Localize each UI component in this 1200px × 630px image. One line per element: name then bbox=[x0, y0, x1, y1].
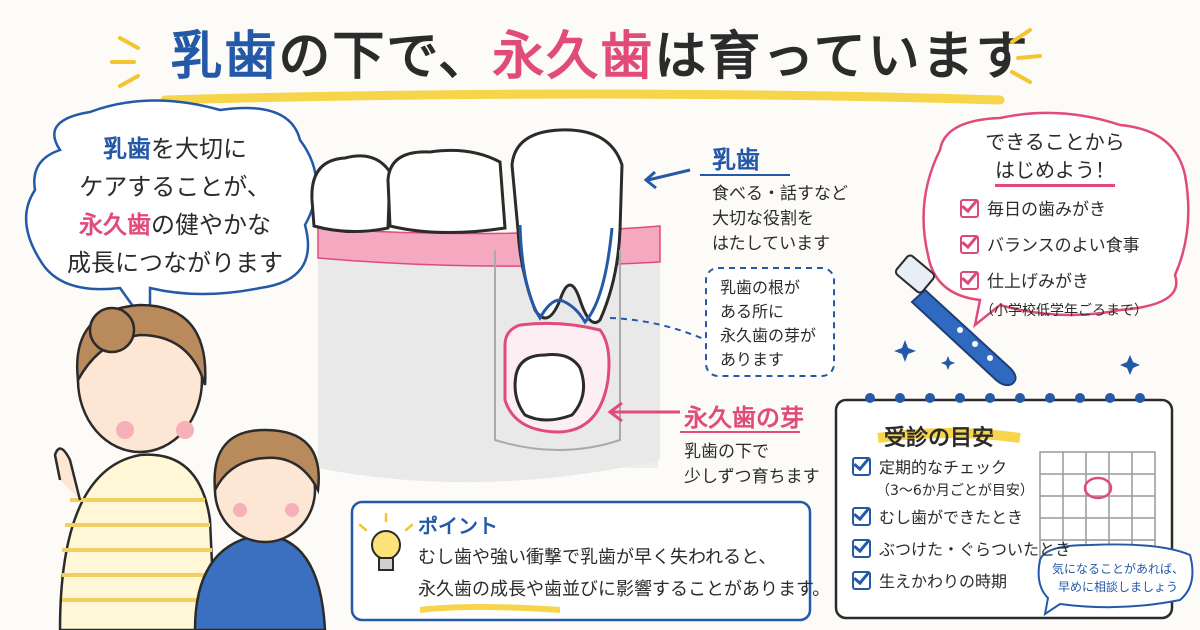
left-bubble-line3: の健やかな bbox=[151, 211, 271, 239]
right-bubble-heading-line1: できることから bbox=[985, 130, 1125, 154]
right-bubble-heading: できることから はじめよう！ bbox=[945, 128, 1165, 187]
root-note-line: ある所に bbox=[720, 302, 785, 321]
checklist-item: 仕上げみがき bbox=[960, 264, 1180, 300]
baby-tooth-desc-line: はたしています bbox=[712, 234, 831, 254]
tooth-bud-label: 永久歯の芽 bbox=[684, 404, 804, 432]
title-part-growing: は育っています bbox=[654, 27, 1030, 87]
title-part-baby-tooth: 乳歯 bbox=[170, 27, 279, 87]
notebook-checklist: 定期的なチェック （3〜6か月ごとが目安） むし歯ができたとき ぶつけた・ぐらつ… bbox=[852, 456, 1071, 598]
point-line1: むし歯や強い衝撃で乳歯が早く失われると、 bbox=[418, 547, 777, 568]
left-bubble-line1: を大切に bbox=[151, 135, 247, 163]
notebook-item: 定期的なチェック bbox=[852, 456, 1071, 480]
tooth-bud-desc-line: 少しずつ育ちます bbox=[684, 467, 820, 487]
sparkle-lines-right bbox=[1010, 28, 1042, 84]
left-bubble-permanent-tooth: 永久歯 bbox=[79, 211, 151, 239]
point-title: ポイント bbox=[418, 514, 498, 538]
checkbox-icon bbox=[960, 199, 979, 218]
molar-tooth-middle bbox=[386, 148, 507, 235]
root-note-box bbox=[705, 267, 835, 377]
point-box bbox=[350, 500, 812, 622]
root-note-line: 永久歯の芽が bbox=[720, 326, 817, 345]
point-body: むし歯や強い衝撃で乳歯が早く失われると、 永久歯の成長や歯並びに影響することがあ… bbox=[418, 542, 830, 606]
checkbox-icon bbox=[852, 507, 871, 526]
notebook bbox=[834, 393, 1194, 620]
left-bubble-baby-tooth: 乳歯 bbox=[103, 135, 151, 163]
checkbox-icon bbox=[852, 539, 871, 558]
checkbox-icon bbox=[960, 271, 979, 290]
notebook-item: ぶつけた・ぐらついたとき bbox=[852, 534, 1071, 566]
checklist-note: （小学校低学年ごろまで） bbox=[980, 303, 1148, 319]
notebook-bubble-text: 気になることがあれば、 早めに相談しましょう bbox=[1048, 560, 1188, 596]
notebook-bubble-line2: 早めに相談しましょう bbox=[1057, 580, 1178, 594]
right-speech-bubble bbox=[922, 111, 1190, 329]
checklist-item: 毎日の歯みがき bbox=[960, 192, 1180, 228]
left-bubble-text: 乳歯を大切に ケアすることが、 永久歯の健やかな 成長につながります bbox=[40, 130, 310, 282]
lightbulb-icon bbox=[358, 512, 414, 571]
notebook-item-label: ぶつけた・ぐらついたとき bbox=[879, 540, 1072, 559]
left-bubble-line2: ケアすることが、 bbox=[79, 173, 271, 201]
checkbox-icon bbox=[960, 235, 979, 254]
sparkle-stars bbox=[894, 340, 1140, 375]
notebook-title: 受診の目安 bbox=[884, 426, 995, 451]
root-note-text: 乳歯の根が ある所に 永久歯の芽が あります bbox=[720, 276, 816, 372]
baby-tooth-root-outline bbox=[518, 224, 614, 325]
tooth-bud-desc-line: 乳歯の下で bbox=[684, 442, 769, 462]
notebook-item: むし歯ができたとき bbox=[852, 502, 1071, 534]
molar-tooth-left bbox=[310, 154, 392, 234]
permanent-tooth-bud bbox=[513, 353, 586, 422]
checklist-item-label: 仕上げみがき bbox=[987, 272, 1089, 292]
child-illustration bbox=[193, 428, 327, 630]
toothbrush bbox=[894, 254, 1017, 387]
mother-illustration bbox=[53, 303, 217, 630]
checkbox-icon bbox=[852, 457, 871, 476]
point-line2: 永久歯の成長や歯並びに影響することがあります。 bbox=[418, 579, 831, 600]
notebook-bubble-line1: 気になることがあれば、 bbox=[1051, 562, 1184, 576]
sparkle-lines-left bbox=[110, 36, 140, 88]
notebook-item: 生えかわりの時期 bbox=[852, 566, 1071, 598]
title-underline bbox=[160, 89, 1005, 105]
notebook-item-label: 生えかわりの時期 bbox=[879, 572, 1008, 591]
calendar-circle-mark bbox=[1083, 476, 1113, 500]
notebook-bubble bbox=[1037, 543, 1194, 617]
notebook-item-note: （3〜6か月ごとが目安） bbox=[876, 483, 1034, 499]
baby-tooth-description: 食べる・話すなど 大切な役割を はたしています bbox=[712, 182, 848, 257]
checklist-item-label: バランスのよい食事 bbox=[987, 236, 1140, 256]
root-note-line: 乳歯の根が bbox=[720, 278, 801, 297]
checklist-item: バランスのよい食事 bbox=[960, 228, 1180, 264]
checkbox-icon bbox=[852, 571, 871, 590]
left-bubble-line4: 成長につながります bbox=[67, 249, 283, 277]
right-bubble-heading-line2: はじめよう！ bbox=[995, 156, 1115, 187]
baby-tooth-label: 乳歯 bbox=[712, 146, 760, 174]
page-title: 乳歯の下で、永久歯は育っています bbox=[0, 14, 1200, 89]
checklist-item-label: 毎日の歯みがき bbox=[987, 200, 1106, 220]
title-part-under: の下で、 bbox=[278, 27, 493, 87]
baby-tooth-desc-line: 食べる・話すなど bbox=[712, 184, 848, 204]
baby-tooth-desc-line: 大切な役割を bbox=[712, 209, 814, 229]
right-bubble-checklist: 毎日の歯みがき バランスのよい食事 仕上げみがき （小学校低学年ごろまで） bbox=[960, 192, 1180, 320]
tooth-bud-description: 乳歯の下で 少しずつ育ちます bbox=[684, 440, 820, 490]
dashed-pointer bbox=[609, 317, 707, 341]
notebook-spiral bbox=[865, 393, 1145, 403]
notebook-item-label: 定期的なチェック bbox=[879, 458, 1008, 477]
notebook-item-label: むし歯ができたとき bbox=[879, 508, 1024, 527]
title-part-permanent-tooth: 永久歯 bbox=[492, 27, 655, 87]
left-speech-bubble bbox=[24, 99, 318, 334]
root-note-line: あります bbox=[720, 350, 785, 369]
tooth-diagram bbox=[310, 128, 661, 483]
arrow-baby-tooth bbox=[647, 168, 691, 182]
